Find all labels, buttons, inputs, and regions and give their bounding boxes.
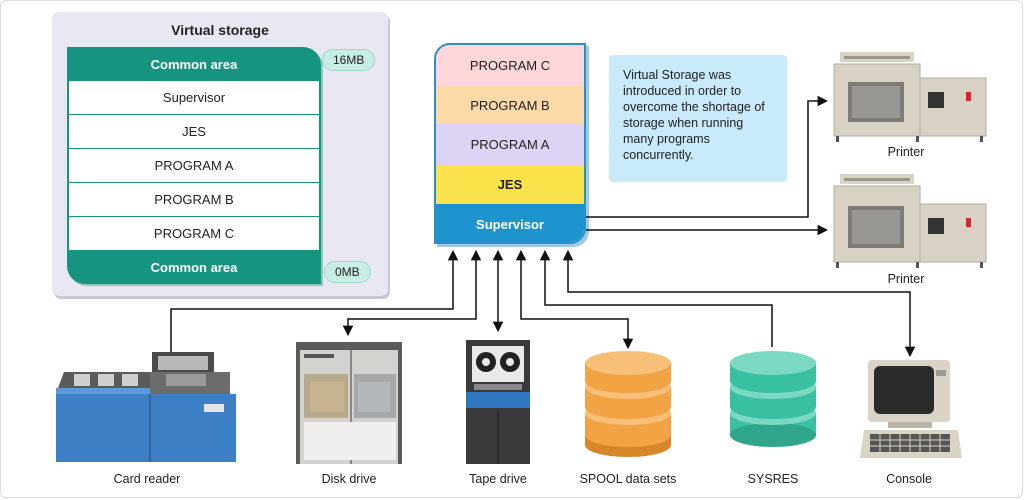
spool-label: SPOOL data sets <box>579 472 677 486</box>
rs-jes: JES <box>436 165 584 204</box>
tape-drive-icon <box>466 340 530 464</box>
disk-drive-icon <box>296 342 402 464</box>
vs-program-b: PROGRAM B <box>67 183 321 217</box>
tape-drive-label: Tape drive <box>469 472 527 486</box>
printer-icon <box>833 52 987 142</box>
line-sysres <box>539 249 773 347</box>
rs-supervisor: Supervisor <box>436 204 584 242</box>
vs-common-area-bottom: Common area <box>150 259 238 275</box>
virtual-storage-title: Virtual storage <box>171 22 269 38</box>
sysres-label: SYSRES <box>747 472 799 486</box>
real-storage-stack: PROGRAM C PROGRAM B PROGRAM A JES Superv… <box>434 43 586 244</box>
printer-1-label: Printer <box>887 145 925 159</box>
vs-supervisor: Supervisor <box>67 81 321 115</box>
card-reader-label: Card reader <box>113 472 181 486</box>
card-reader-icon <box>56 352 236 462</box>
console-label: Console <box>886 472 932 486</box>
line-to-printer-1 <box>586 95 829 218</box>
vs-jes: JES <box>67 115 321 149</box>
sysres-database-icon <box>730 351 816 447</box>
line-console <box>562 249 916 358</box>
disk-drive-label: Disk drive <box>321 472 377 486</box>
printer-icon <box>833 174 987 268</box>
address-16mb-badge: 16MB <box>322 49 376 71</box>
line-card-reader <box>170 249 459 355</box>
virtual-storage-stack: Common area Supervisor JES PROGRAM A PRO… <box>67 47 321 284</box>
rs-program-c: PROGRAM C <box>436 45 584 86</box>
virtual-storage-note: Virtual Storage was introduced in order … <box>609 55 787 182</box>
vs-program-a: PROGRAM A <box>67 149 321 183</box>
vs-common-area-top: Common area <box>150 56 238 72</box>
rs-program-a: PROGRAM A <box>436 124 584 165</box>
console-terminal-icon <box>860 360 962 458</box>
line-disk-drive <box>342 249 482 337</box>
printer-2-label: Printer <box>887 272 925 286</box>
rs-program-b: PROGRAM B <box>436 86 584 124</box>
line-spool <box>515 249 634 350</box>
vs-program-c: PROGRAM C <box>67 217 321 251</box>
spool-database-icon <box>585 351 671 457</box>
